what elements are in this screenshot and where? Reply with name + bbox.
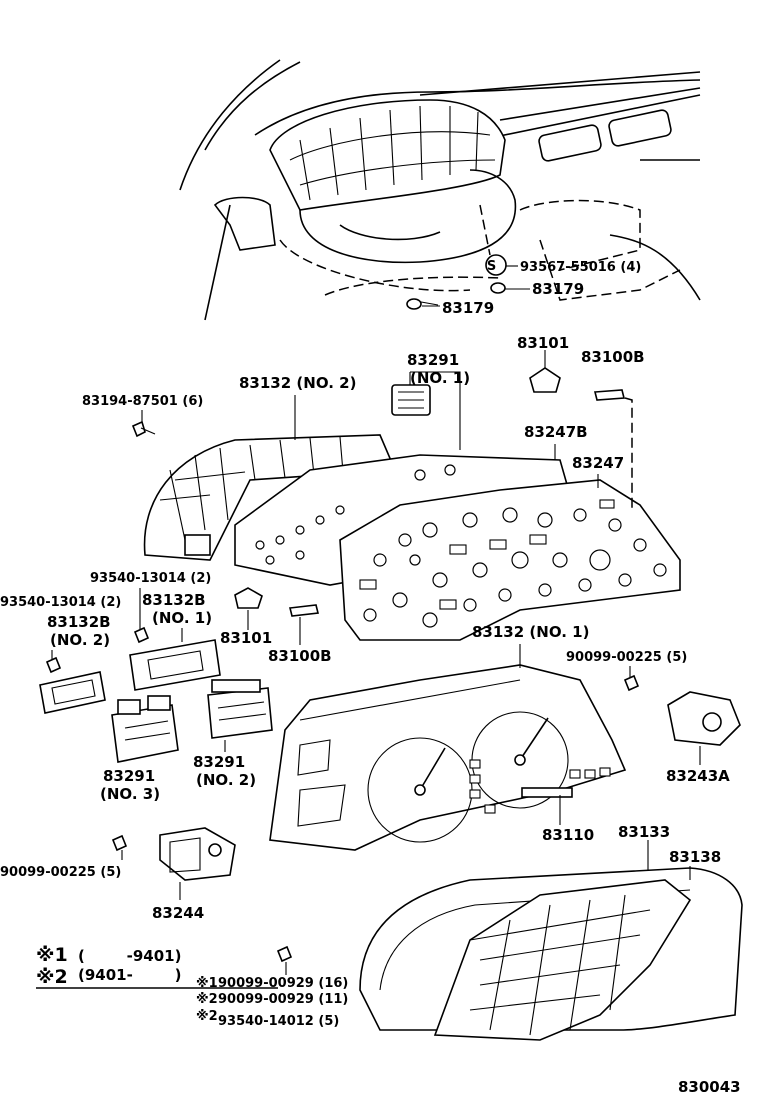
label-83110: 83110 (542, 826, 594, 844)
bulb-83100b-top (593, 389, 626, 401)
legend-row1-range: ( -9401) (78, 947, 181, 965)
label-83247: 83247 (572, 454, 624, 472)
label-83291-no1-sub: (NO. 1) (410, 369, 470, 387)
sensor-83243a (667, 691, 741, 746)
label-83132b-no2: 83132B (47, 613, 111, 631)
label-83291-no2: 83291 (193, 753, 245, 771)
dashboard-cutaway (179, 59, 701, 321)
label-93540-14012: 93540-14012 (5) (218, 1014, 339, 1029)
note-mark-2: ※2 (196, 992, 218, 1007)
legend-row1-mark: ※1 (36, 944, 68, 966)
label-83100b-mid: 83100B (268, 647, 332, 665)
note-mark-1: ※1 (196, 976, 218, 991)
bulb-socket-83101-mid (234, 587, 263, 609)
label-83101-mid: 83101 (220, 629, 272, 647)
label-93540-13014-upper: 93540-13014 (2) (90, 571, 211, 586)
label-83179-left: 83179 (442, 299, 494, 317)
drawing-number: 830043 (678, 1078, 741, 1096)
label-83243a: 83243A (666, 767, 730, 785)
label-83132-no1: 83132 (NO. 1) (472, 623, 589, 641)
label-83132-no2: 83132 (NO. 2) (239, 374, 356, 392)
legend-row2-mark: ※2 (36, 966, 68, 988)
label-83100b-top: 83100B (581, 348, 645, 366)
label-90099-00929-11: 90099-00929 (11) (218, 992, 348, 1007)
label-83194-87501: 83194-87501 (6) (82, 394, 203, 409)
label-83132b-no1-sub: (NO. 1) (152, 609, 212, 627)
label-83132b-no2-sub: (NO. 2) (50, 631, 110, 649)
legend-block: ※1 ( -9401) ※2 (9401- ) (36, 944, 278, 989)
circle-s-mark: S (487, 259, 496, 274)
screw-90099-00929 (276, 945, 293, 963)
label-83133: 83133 (618, 823, 670, 841)
lens-83133 (433, 879, 692, 1041)
screw-90099-00225-right (623, 674, 640, 692)
screw-93540-lower (45, 656, 62, 674)
plate-83132b-no1 (129, 639, 221, 691)
label-93540-13014-lower: 93540-13014 (2) (0, 595, 121, 610)
screw-93540-upper (133, 626, 150, 644)
label-83247b: 83247B (524, 423, 588, 441)
label-83291-no3: 83291 (103, 767, 155, 785)
note-mark-3: ※2 (196, 1009, 218, 1024)
legend-row2-range: (9401- ) (78, 966, 181, 984)
label-90099-00225-left: 90099-00225 (5) (0, 865, 121, 880)
label-83179-right: 83179 (532, 280, 584, 298)
connector-83291-no2 (207, 679, 273, 739)
switch-83244 (159, 827, 236, 881)
bulb-83100b-mid (289, 604, 319, 617)
plate-83132b-no2 (39, 671, 106, 714)
label-83138: 83138 (669, 848, 721, 866)
bulb-socket-83101-top (529, 367, 561, 393)
label-90099-00225-right: 90099-00225 (5) (566, 650, 687, 665)
label-83244: 83244 (152, 904, 204, 922)
connector-83291-no3 (111, 695, 179, 763)
label-83132b-no1: 83132B (142, 591, 206, 609)
screw-90099-00225-left (111, 834, 128, 852)
label-83291-no3-sub: (NO. 3) (100, 785, 160, 803)
circuit-plate-83247 (339, 479, 681, 641)
label-83291-no1: 83291 (407, 351, 459, 369)
label-83291-no2-sub: (NO. 2) (196, 771, 256, 789)
gauge-slot (521, 787, 573, 798)
label-90099-00929-16: 90099-00929 (16) (218, 976, 348, 991)
housing-83132-no1 (269, 664, 627, 851)
screw-83194 (131, 420, 156, 438)
tachometer-dial (471, 711, 569, 809)
label-93567-55016: 93567-55016 (4) (520, 260, 641, 275)
label-83101-top: 83101 (517, 334, 569, 352)
